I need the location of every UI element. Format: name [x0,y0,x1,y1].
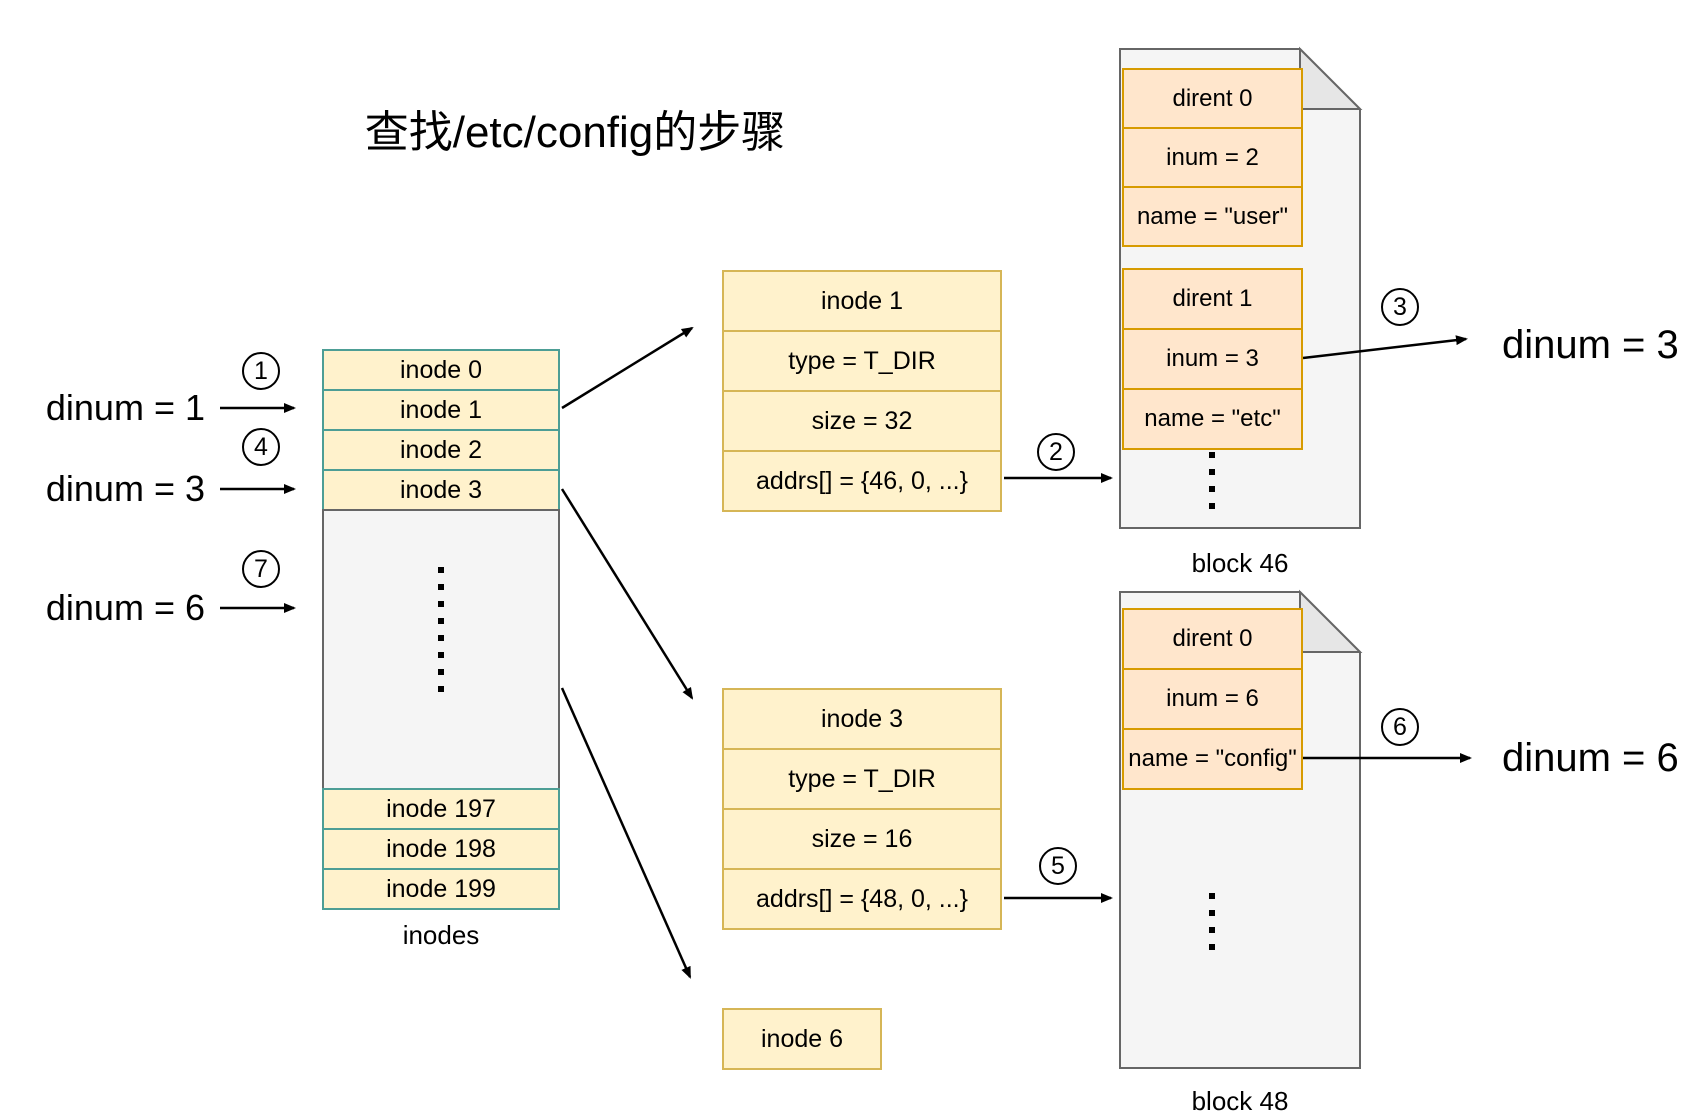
inode-row-0: inode 0 [322,349,560,391]
result-dinum-3: dinum = 3 [1502,322,1679,367]
block46-dirent1-title: dirent 1 [1122,268,1303,330]
inode3-addrs-cell: addrs[] = {48, 0, ...} [722,868,1002,930]
step-badge-2: 2 [1037,433,1075,471]
inode3-title-cell: inode 3 [722,688,1002,750]
diagram-title: 查找/etc/config的步骤 [364,108,786,157]
inode-row-199: inode 199 [322,868,560,910]
step-badge-5: 5 [1039,847,1077,885]
block48-dirent0-title: dirent 0 [1122,608,1303,670]
block46-dirent1-name: name = "etc" [1122,388,1303,450]
block48-caption: block 48 [1191,1086,1289,1116]
query-dinum-3: dinum = 3 [45,468,205,509]
step-badge-7: 7 [242,550,280,588]
block46-caption: block 46 [1191,548,1289,578]
block48-dirent0-name: name = "config" [1122,728,1303,790]
block46-dirent0-title: dirent 0 [1122,68,1303,129]
inode-row-197: inode 197 [322,788,560,830]
block48-dirent0-inum: inum = 6 [1122,668,1303,730]
inodes-caption: inodes [402,920,480,950]
inode-row-1: inode 1 [322,389,560,431]
step-badge-6: 6 [1381,708,1419,746]
block46-ellipsis-dots [1209,452,1215,509]
inode6-box: inode 6 [722,1008,882,1070]
inode3-size-cell: size = 16 [722,808,1002,870]
inode3-type-cell: type = T_DIR [722,748,1002,810]
block48-fold-corner [1299,589,1363,653]
arrow-inode3-lookup [560,488,694,700]
inode1-title-cell: inode 1 [722,270,1002,332]
step-badge-1: 1 [242,352,280,390]
query-dinum-1: dinum = 1 [45,387,205,428]
query-dinum-6: dinum = 6 [45,587,205,628]
inode1-type-cell: type = T_DIR [722,330,1002,392]
inode-row-3: inode 3 [322,469,560,511]
result-dinum-6: dinum = 6 [1502,735,1679,780]
inode1-size-cell: size = 32 [722,390,1002,452]
block46-fold-corner [1299,46,1363,110]
inode-row-2: inode 2 [322,429,560,471]
inodes-ellipsis-dots [438,567,444,692]
inode1-addrs-cell: addrs[] = {46, 0, ...} [722,450,1002,512]
arrow-inode6-lookup [560,687,692,979]
block46-dirent0-inum: inum = 2 [1122,127,1303,188]
step-badge-4: 4 [242,428,280,466]
block46-dirent0-name: name = "user" [1122,186,1303,247]
block48-ellipsis-dots [1209,893,1215,950]
arrow-inode1-lookup [561,326,694,410]
arrow-step3 [1302,335,1468,360]
block46-dirent1-inum: inum = 3 [1122,328,1303,390]
inode-row-198: inode 198 [322,828,560,870]
step-badge-3: 3 [1381,288,1419,326]
